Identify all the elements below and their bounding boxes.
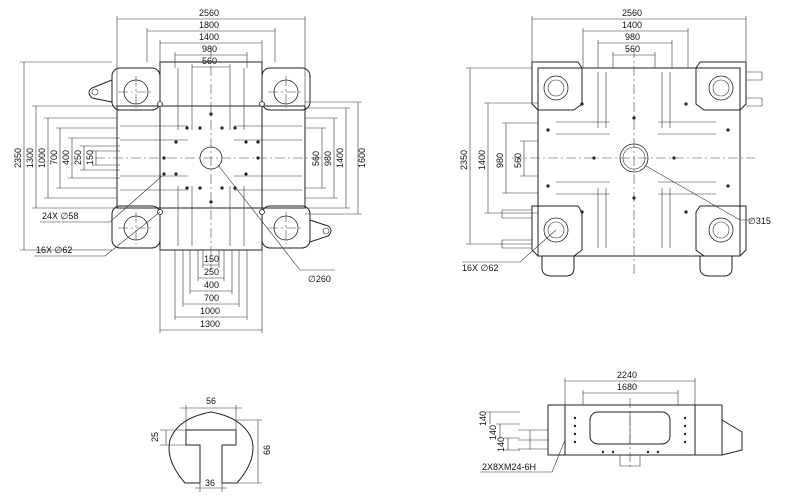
view3-dim-bottom: 36	[205, 478, 215, 488]
view4-dim-v3: 140	[496, 437, 506, 452]
view4-dim-inner: 1680	[617, 382, 637, 392]
view1-dim-bottom-250: 250	[204, 267, 219, 277]
view2-dim-top-1400: 1400	[622, 20, 642, 30]
view2-tslots-v	[597, 72, 671, 248]
view2-dim-left-1400: 1400	[477, 150, 487, 170]
view3-dim-right: 66	[262, 445, 272, 455]
view2-callout-16: 16X ∅62	[462, 263, 498, 273]
view2-body-outline	[537, 67, 741, 257]
view4-callout-threads: 2X8XM24-6H	[482, 462, 536, 472]
view1-ear-tl	[88, 79, 113, 103]
view1-boss-tl	[111, 67, 161, 111]
view1-dims-top: 2560 1800 1400 980 560	[116, 8, 306, 106]
view4-right-bracket	[721, 419, 743, 456]
view1-dim-top-560: 560	[202, 56, 217, 66]
view1-dim-bottom-1300: 1300	[200, 319, 220, 329]
view1-boss-tr	[261, 67, 311, 111]
view2-small-holes	[546, 102, 730, 214]
view1-callout-16: 16X ∅62	[36, 245, 72, 255]
view2-dim-left-2350: 2350	[459, 150, 469, 170]
view1-ear-br	[309, 219, 332, 243]
view2-boss-bl	[531, 205, 583, 257]
view2-platen: 2560 1400 980 560 2350 1400 980 560 16X …	[459, 8, 771, 277]
view3-outline	[168, 411, 254, 484]
view1-dim-top-1400: 1400	[199, 32, 219, 42]
view1-platen: 2560 1800 1400 980 560 2350 1300 1000 70…	[13, 8, 367, 333]
view1-dim-left-1000: 1000	[37, 148, 47, 168]
view1-dims-bottom: 150 250 400 700 1000 1300	[159, 250, 263, 333]
view1-dim-right-980: 980	[323, 151, 333, 166]
view2-leader-center	[645, 165, 752, 221]
view1-dim-bottom-150: 150	[204, 254, 219, 264]
view1-boss-br	[261, 205, 311, 249]
view1-dim-left-1300: 1300	[25, 148, 35, 168]
view2-dim-top-980: 980	[625, 32, 640, 42]
view1-dim-bottom-1000: 1000	[200, 306, 220, 316]
view1-dim-left-250: 250	[73, 150, 83, 165]
view4-leader-threads	[480, 439, 566, 473]
view1-dim-top-980: 980	[202, 44, 217, 54]
view3-dim-top: 56	[206, 396, 216, 406]
view2-tslots-h	[556, 121, 716, 195]
view1-small-holes	[157, 101, 265, 215]
view4-stem	[619, 455, 641, 467]
view1-dim-top-2560: 2560	[199, 8, 219, 18]
view4-dim-v2: 140	[488, 425, 498, 440]
view1-dim-bottom-400: 400	[204, 280, 219, 290]
view1-tslots-h	[120, 125, 302, 191]
view2-foot-right	[699, 256, 733, 277]
view1-dim-right-560: 560	[311, 151, 321, 166]
view1-leader-16	[34, 211, 161, 257]
view1-callout-center: ∅260	[308, 274, 331, 284]
view1-dim-right-1600: 1600	[357, 148, 367, 168]
view2-foot-left	[541, 256, 575, 277]
view1-dim-right-1400: 1400	[335, 148, 345, 168]
view2-dim-top-2560: 2560	[622, 8, 642, 18]
view4-bolt-dots	[573, 416, 687, 454]
view2-tiebar-hole	[708, 75, 734, 101]
view1-dims-left: 2350 1300 1000 700 400 250 150	[13, 61, 120, 251]
view2-dim-top-560: 560	[625, 44, 640, 54]
view1-callout-24: 24X ∅58	[42, 211, 78, 221]
view2-boss-br	[695, 205, 747, 257]
view2-tiebar-hole	[543, 75, 569, 101]
view1-leader-center	[217, 164, 335, 271]
view1-dims-right: 560 980 1400 1600	[305, 101, 367, 215]
view2-dims-left: 2350 1400 980 560	[459, 67, 538, 245]
view2-bracket-right	[746, 71, 763, 107]
view1-tslots-v	[177, 68, 245, 246]
view2-bracket-left	[501, 209, 533, 249]
view1-dim-left-700: 700	[49, 150, 59, 165]
view2-leader-16	[462, 229, 557, 263]
view4-dim-overall: 2240	[617, 370, 637, 380]
view2-callout-center: ∅315	[748, 216, 771, 226]
view2-dims-top: 2560 1400 980 560	[531, 8, 747, 68]
view1-dim-left-2350: 2350	[13, 148, 23, 168]
view2-dim-left-560: 560	[513, 153, 523, 168]
view1-dim-left-150: 150	[85, 150, 95, 165]
view1-leader-24	[40, 175, 163, 223]
view4-dim-v1: 140	[478, 411, 488, 426]
view2-boss-tr	[695, 61, 747, 111]
view1-dim-top-1800: 1800	[199, 20, 219, 30]
view2-dim-left-980: 980	[495, 153, 505, 168]
view2-boss-tl	[531, 61, 583, 111]
view1-boss-bl	[111, 205, 161, 249]
view3-tslot-section: 56 25 66 36	[150, 396, 272, 492]
view1-dim-left-400: 400	[61, 150, 71, 165]
view4-left-boss	[518, 429, 548, 450]
view2-tiebar-hole	[708, 217, 734, 243]
view1-dim-bottom-700: 700	[204, 293, 219, 303]
view3-dim-left: 25	[150, 432, 160, 442]
view4-side-view: 2240 1680 140 140 140 2X8XM24-6H	[478, 370, 743, 473]
